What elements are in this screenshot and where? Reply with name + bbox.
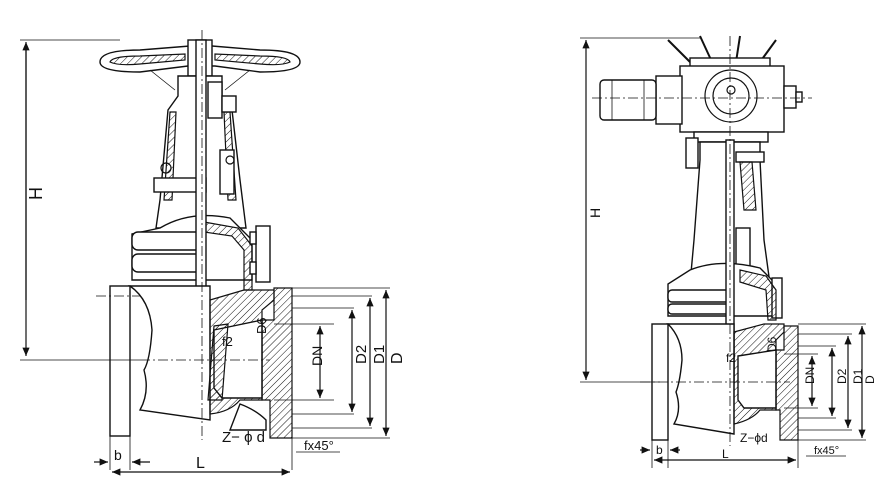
dim-D6-label: D6 xyxy=(254,317,269,334)
dim-H-label-2: H xyxy=(587,208,603,218)
dim-D2-label: D2 xyxy=(353,345,370,364)
valve-body-2 xyxy=(651,323,799,441)
dim-f2-label-2: f2 xyxy=(726,351,736,365)
dim-DN-label: DN xyxy=(309,346,325,366)
dim-D2-label-2: D2 xyxy=(835,368,849,384)
valve-body xyxy=(109,285,293,439)
dim-b-label: b xyxy=(114,447,122,463)
bolt-holes-label-2: Z−ϕd xyxy=(740,431,768,445)
dim-D-label: D xyxy=(389,352,406,364)
dim-L-label: L xyxy=(196,455,205,472)
dim-D1-label-2: D1 xyxy=(851,368,865,384)
electric-gate-valve: H b L D D1 D2 DN D6 f2 Z−ϕd fx45° xyxy=(580,35,877,468)
dim-H-label: H xyxy=(26,187,46,200)
dim-b-label-2: b xyxy=(656,443,663,457)
bolt-holes-label: Z− ϕ d xyxy=(222,429,265,446)
bonnet xyxy=(131,214,271,291)
dim-f2-label: f2 xyxy=(222,334,233,349)
dim-D6-label-2: D6 xyxy=(765,336,779,352)
manual-gate-valve: H b L D D1 D2 DN D6 f2 Z− ϕ d fx4 xyxy=(20,30,406,476)
bonnet-2 xyxy=(667,262,783,321)
dim-D-label-2: D xyxy=(863,375,877,384)
chamfer-label: fx45° xyxy=(304,438,334,453)
dim-L-label-2: L xyxy=(722,447,729,461)
dim-DN-label-2: DN xyxy=(803,367,817,384)
actuator-handwheel xyxy=(667,35,777,69)
chamfer-label-2: fx45° xyxy=(814,445,839,457)
electric-actuator xyxy=(599,65,803,143)
dim-D1-label: D1 xyxy=(371,345,388,364)
